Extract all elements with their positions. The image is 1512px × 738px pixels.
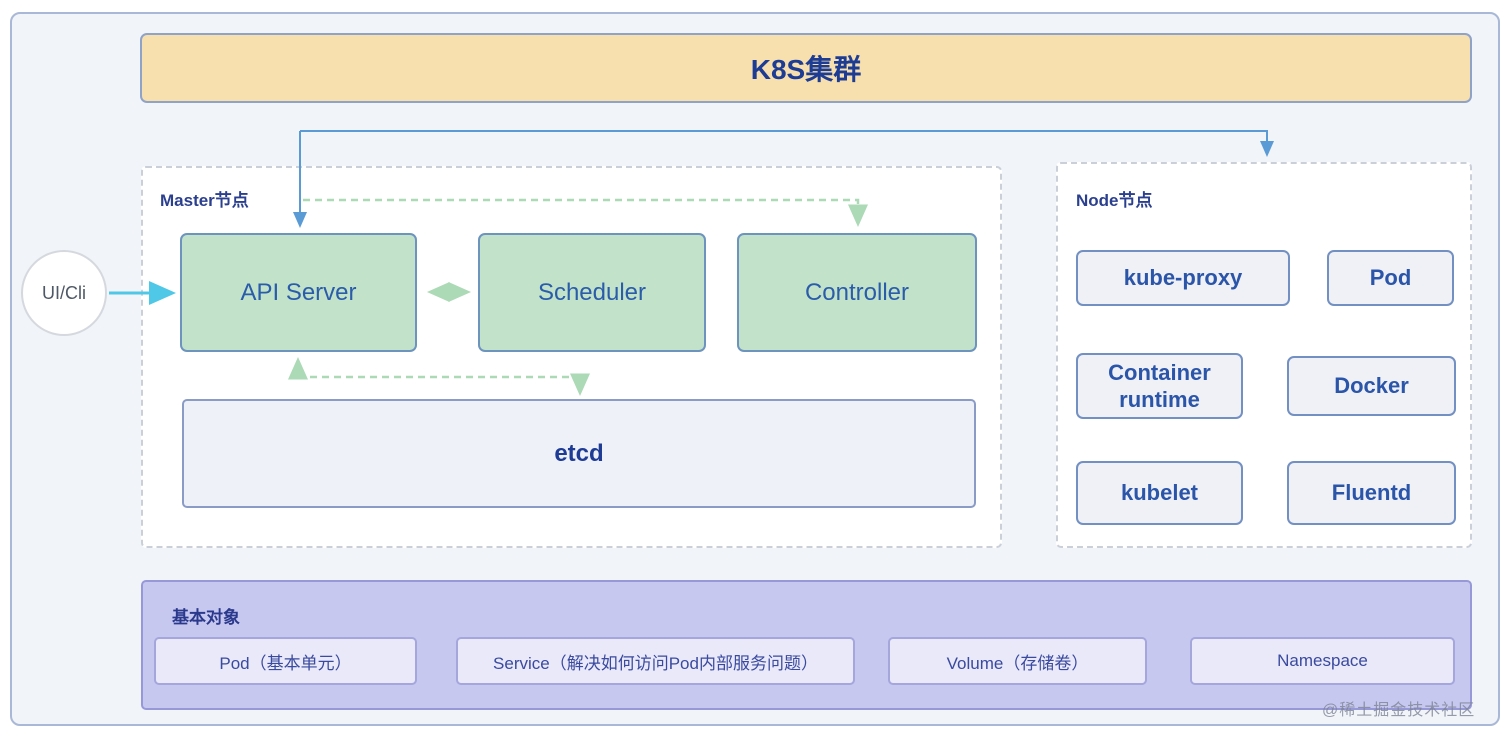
fluentd-label: Fluentd	[1331, 480, 1412, 506]
container-runtime-label: Container runtime	[1108, 359, 1211, 413]
pod-box: Pod	[1327, 250, 1454, 306]
scheduler-label: Scheduler	[537, 278, 647, 306]
basic-pod-label: Pod（基本单元）	[219, 653, 352, 673]
kubelet-box: kubelet	[1076, 461, 1243, 525]
docker-label: Docker	[1334, 373, 1409, 399]
basic-service-label: Service（解决如何访问Pod内部服务问题）	[493, 653, 818, 673]
controller-box: Controller	[737, 233, 977, 352]
api-server-label: API Server	[240, 278, 357, 306]
kube-proxy-box: kube-proxy	[1076, 250, 1290, 306]
cluster-banner: K8S集群	[140, 33, 1472, 103]
etcd-label: etcd	[554, 439, 604, 467]
watermark-text: @稀土掘金技术社区	[1322, 702, 1476, 719]
cluster-title: K8S集群	[750, 54, 862, 85]
ui-cli-label: UI/Cli	[42, 282, 86, 303]
node-zone-label: Node节点	[1076, 191, 1153, 210]
api-server-box: API Server	[180, 233, 417, 352]
basic-pod-box: Pod（基本单元）	[154, 637, 417, 685]
ui-cli-node: UI/Cli	[21, 250, 107, 336]
kube-proxy-label: kube-proxy	[1123, 265, 1243, 291]
fluentd-box: Fluentd	[1287, 461, 1456, 525]
etcd-box: etcd	[182, 399, 976, 508]
basic-service-box: Service（解决如何访问Pod内部服务问题）	[456, 637, 855, 685]
basic-namespace-label: Namespace	[1277, 651, 1368, 670]
kubelet-label: kubelet	[1120, 480, 1199, 506]
container-runtime-box: Container runtime	[1076, 353, 1243, 419]
scheduler-box: Scheduler	[478, 233, 706, 352]
basic-volume-label: Volume（存储卷）	[946, 653, 1089, 673]
basic-volume-box: Volume（存储卷）	[888, 637, 1147, 685]
controller-label: Controller	[804, 278, 910, 306]
master-node-label: Master节点	[160, 191, 249, 210]
docker-box: Docker	[1287, 356, 1456, 416]
pod-label: Pod	[1369, 265, 1412, 291]
basic-objects-label: 基本对象	[172, 608, 240, 627]
basic-namespace-box: Namespace	[1190, 637, 1455, 685]
